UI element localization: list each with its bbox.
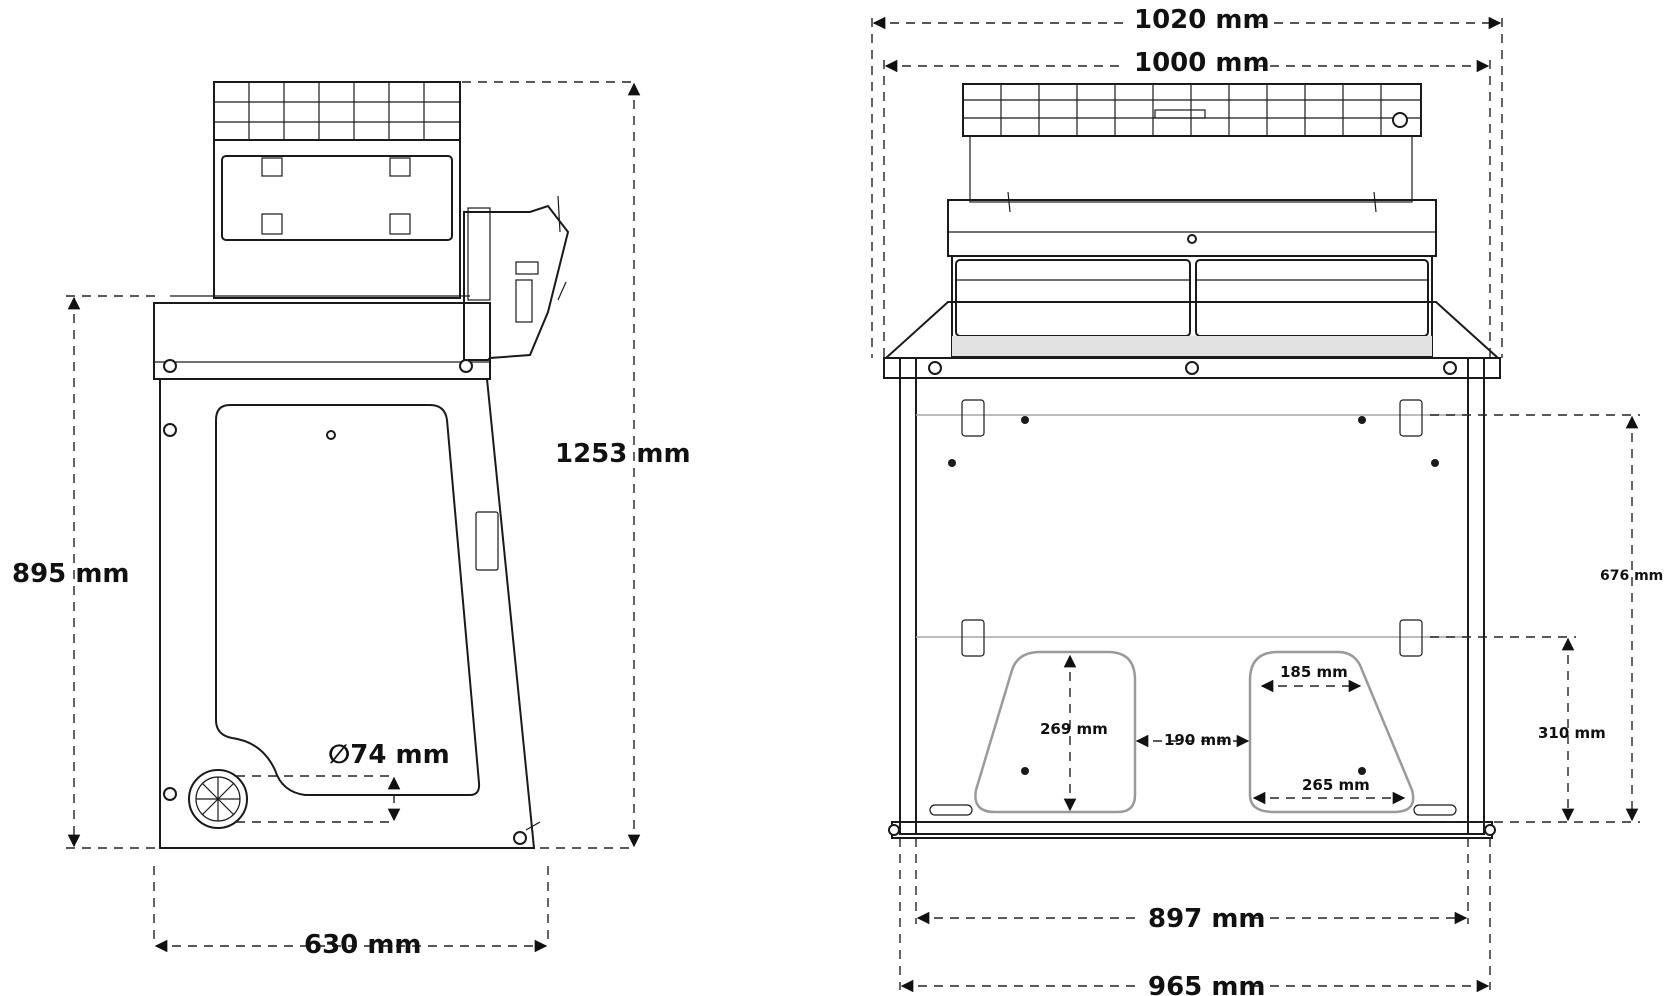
side-control-head <box>463 195 570 361</box>
right-cutout <box>1248 650 1415 814</box>
front-top-unit <box>947 83 1437 357</box>
table-height-label: 895 mm <box>12 559 130 589</box>
cutout-bottom-width-label: 265 mm <box>1302 776 1370 794</box>
lower-bracket-height-label: 310 mm <box>1538 724 1606 742</box>
side-table-top <box>153 295 491 380</box>
side-cabinet <box>159 378 541 849</box>
cutout-height-label: 269 mm <box>1040 720 1108 738</box>
overall-height-label: 1253 mm <box>555 439 691 469</box>
upper-bracket-height-label: 676 mm <box>1600 568 1663 584</box>
side-top-unit <box>213 81 461 299</box>
base-width-inner-label: 897 mm <box>1148 904 1266 934</box>
overall-width-outer-label: 1020 mm <box>1134 5 1270 35</box>
front-cabinet <box>888 357 1496 839</box>
overall-width-inner-label: 1000 mm <box>1134 48 1270 78</box>
base-width-outer-label: 965 mm <box>1148 972 1266 996</box>
left-cutout <box>974 650 1137 814</box>
side-view: 1253 mm 895 mm 630 mm ∅74 mm <box>12 81 691 960</box>
outlet-fan-icon <box>188 769 248 829</box>
cutout-gap-label: 190 mm <box>1164 731 1232 749</box>
depth-label: 630 mm <box>304 930 422 960</box>
front-view: 1020 mm 1000 mm 897 mm 965 mm 676 mm 310… <box>871 2 1663 996</box>
cutout-top-width-label: 185 mm <box>1280 663 1348 681</box>
outlet-diameter-label: ∅74 mm <box>328 740 450 770</box>
